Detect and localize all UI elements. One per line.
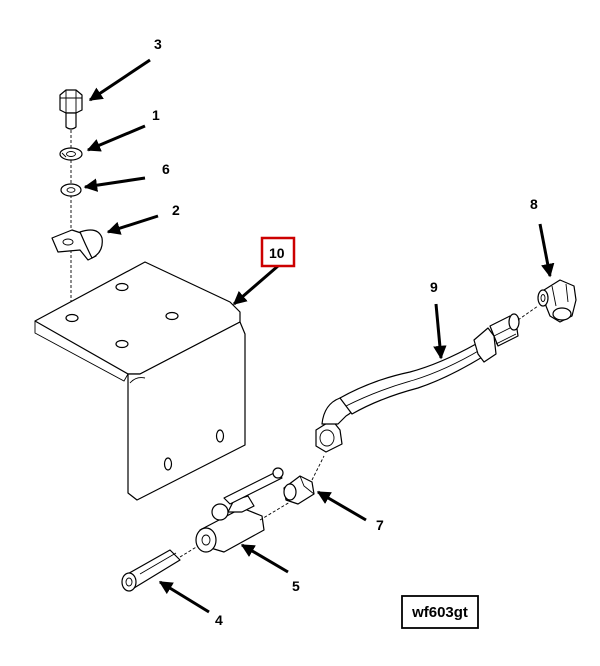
adapter-fitting-part [283, 455, 325, 505]
loop-clamp-part [51, 229, 103, 261]
callout-1-arrow [86, 124, 146, 152]
callout-6-label: 6 [162, 161, 170, 177]
flat-washer-part [60, 183, 82, 197]
callout-10-label: 10 [269, 245, 285, 261]
hose-assembly-part [315, 305, 539, 453]
callout-6-arrow [83, 176, 146, 192]
callout-9-label: 9 [430, 279, 438, 295]
lock-washer-part [59, 147, 83, 161]
callout-7-arrow [316, 490, 367, 522]
callout-7-label: 7 [376, 517, 384, 533]
callout-3-label: 3 [154, 36, 162, 52]
callout-5-label: 5 [292, 578, 300, 594]
figure-id-label: wf603gt [411, 604, 468, 621]
callout-1-label: 1 [152, 107, 160, 123]
angle-bracket-part [34, 261, 246, 501]
callout-8-label: 8 [530, 196, 538, 212]
callout-4-arrow [158, 580, 210, 614]
figure-id-box [401, 595, 479, 629]
callout-5-arrow [240, 543, 289, 574]
callout-8-arrow [538, 223, 555, 278]
callout-9-arrow [433, 303, 447, 360]
pipe-nipple-part [121, 545, 199, 592]
bolt-part [59, 89, 83, 130]
callout-2-arrow [106, 214, 159, 235]
callout-10-arrow [232, 264, 279, 306]
elbow-fitting-part [537, 279, 577, 323]
callout-3-arrow [88, 58, 151, 102]
callout-4-label: 4 [215, 612, 223, 628]
callout-2-label: 2 [172, 202, 180, 218]
ball-valve-part [195, 467, 291, 553]
callout-10-highlight-box [260, 236, 296, 268]
